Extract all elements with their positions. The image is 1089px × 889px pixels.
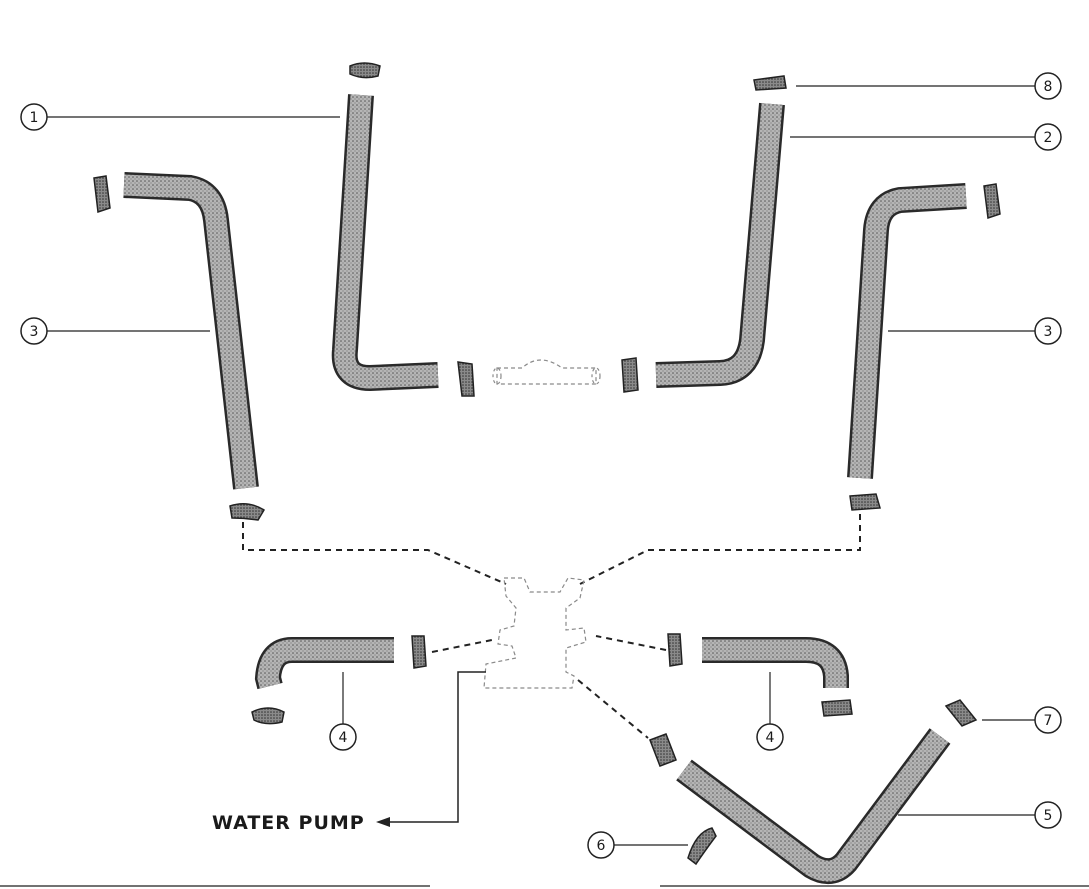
callout-6: 6 [587, 831, 615, 859]
callout-4-left: 4 [329, 723, 357, 751]
callout-8: 8 [1034, 72, 1062, 100]
callout-leaders [47, 85, 1035, 846]
clamp-3-right-top [983, 183, 1001, 220]
clamp-7 [944, 699, 978, 727]
hose-4-left [254, 637, 394, 690]
svg-text:3: 3 [1044, 324, 1053, 340]
callout-3-right: 3 [1034, 317, 1062, 345]
callout-5: 5 [1034, 801, 1062, 829]
callout-7: 7 [1034, 706, 1062, 734]
clamp-hose-1-top [349, 62, 381, 79]
clamp-4-left-outer [251, 707, 285, 725]
svg-text:4: 4 [766, 730, 775, 746]
callout-3-left: 3 [20, 317, 48, 345]
part-6-clip [687, 827, 717, 866]
hose-3-right [847, 183, 967, 479]
water-pump-label: WATER PUMP [212, 812, 365, 834]
hose-1 [331, 94, 439, 392]
hose-3-left [123, 172, 259, 490]
hose-4-right [702, 637, 849, 688]
dashed-connector-lines [242, 514, 861, 739]
hose-5 [676, 728, 951, 885]
svg-text:5: 5 [1044, 808, 1053, 824]
svg-text:6: 6 [597, 838, 606, 854]
callout-4-right: 4 [756, 723, 784, 751]
hose-2 [655, 102, 785, 388]
svg-text:1: 1 [30, 110, 39, 126]
water-pump-leader [376, 671, 486, 827]
clamp-3-right-bottom [849, 493, 881, 511]
clamp-center-left [457, 361, 475, 397]
clamp-4-right-inner [667, 633, 683, 667]
svg-text:8: 8 [1044, 79, 1053, 95]
clamp-4-left-inner [411, 635, 427, 669]
svg-text:2: 2 [1044, 130, 1053, 146]
clamp-center-right [621, 357, 639, 393]
clamp-3-left-bottom [229, 503, 266, 521]
svg-text:3: 3 [30, 324, 39, 340]
clamp-4-right-outer [821, 699, 853, 717]
center-tee-fitting [492, 359, 601, 385]
svg-text:4: 4 [339, 730, 348, 746]
central-junction [483, 577, 587, 689]
callout-1: 1 [20, 103, 48, 131]
svg-text:7: 7 [1044, 713, 1053, 729]
clamp-5-left [649, 733, 677, 767]
clamp-3-left-top [93, 175, 111, 214]
clamp-8 [753, 75, 787, 91]
callout-2: 2 [1034, 123, 1062, 151]
